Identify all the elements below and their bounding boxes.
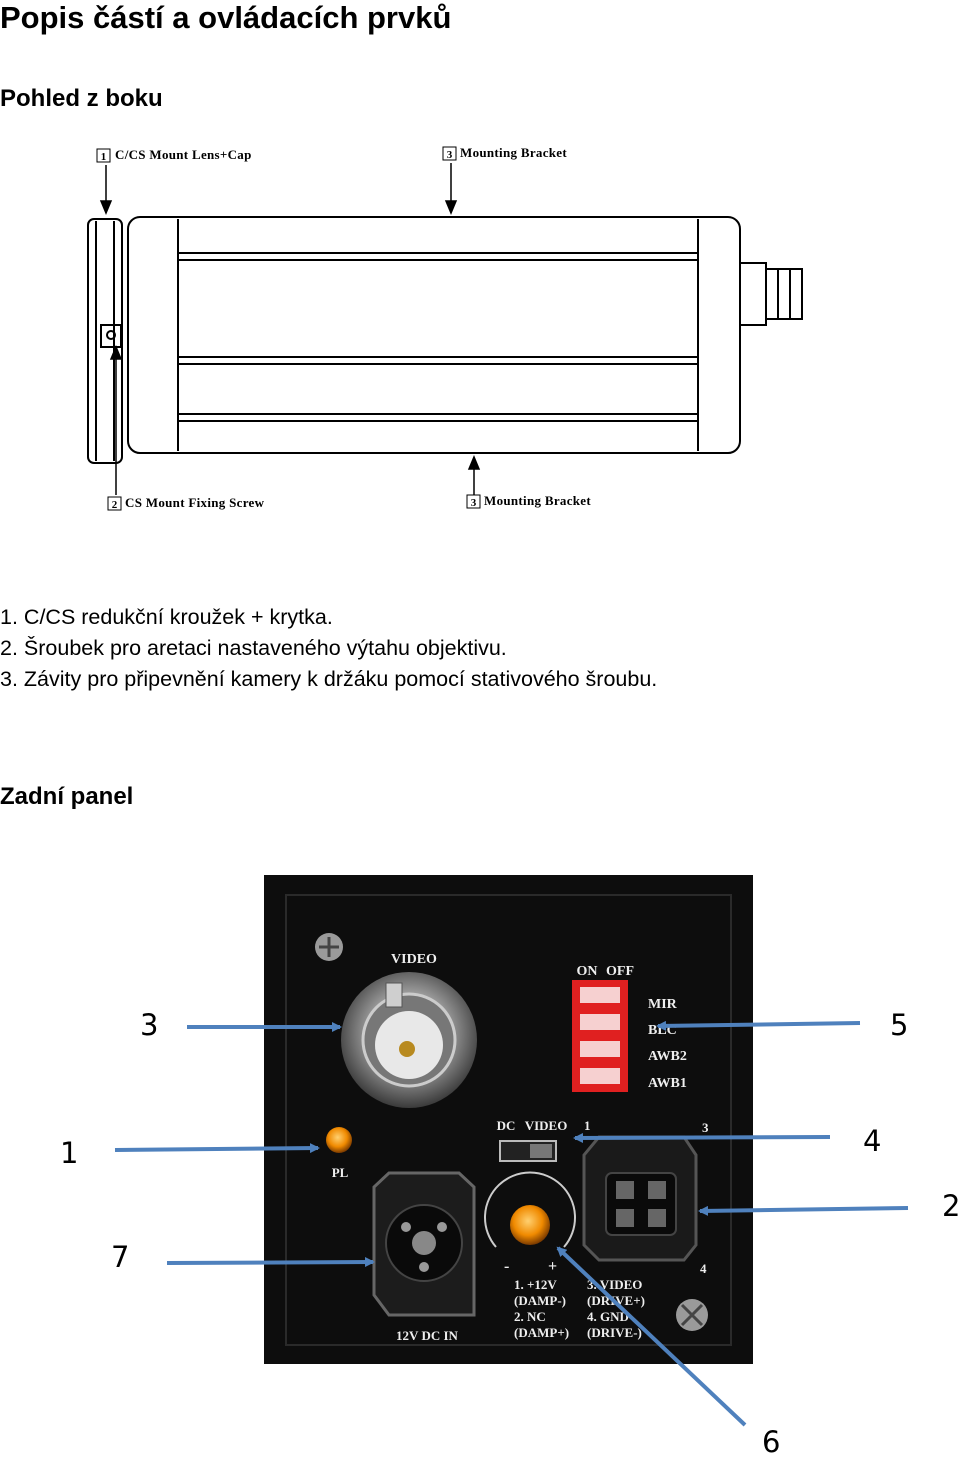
panel-background	[264, 875, 753, 1364]
dip-on-label: ON	[577, 964, 598, 979]
callout-arrow-1	[114, 1143, 320, 1154]
page-title: Popis částí a ovládacích prvků	[0, 0, 452, 35]
callout-number: 3	[140, 1008, 159, 1042]
callout-arrow-2	[698, 1205, 909, 1216]
callout-number: 5	[890, 1008, 909, 1042]
lens-cap-label: C/CS Mount Lens+Cap	[115, 147, 252, 162]
side-view-drawing: 1 3 2 3	[87, 146, 803, 511]
side-view-heading: Pohled z boku	[0, 85, 163, 112]
bracket-top-label-number: 3	[447, 149, 453, 161]
callout-arrow-6	[556, 1246, 747, 1427]
level-minus-label: -	[504, 1258, 509, 1275]
callout-arrow-7	[166, 1257, 375, 1268]
pinout-text: 2. NC	[514, 1309, 546, 1324]
rear-panel-heading: Zadní panel	[0, 783, 134, 810]
dip-mir-label: MIR	[648, 997, 678, 1012]
power-label: 12V DC IN	[396, 1328, 458, 1343]
pin-4-label: 4	[700, 1261, 707, 1276]
parts-list: 1. C/CS redukční kroužek + krytka. 2. Šr…	[0, 602, 657, 695]
dip-off-label: OFF	[606, 964, 634, 979]
video-label: VIDEO	[391, 952, 437, 967]
pinout-text: (DAMP-)	[514, 1293, 566, 1308]
fixing-screw-label: CS Mount Fixing Screw	[125, 495, 265, 510]
dip-awb2-label: AWB2	[648, 1049, 687, 1064]
pinout-text: 1. +12V	[514, 1277, 557, 1292]
camera-body-outline	[127, 216, 741, 454]
callout-number: 4	[863, 1124, 882, 1158]
pl-label: PL	[332, 1165, 349, 1180]
callout-number: 6	[762, 1425, 781, 1459]
list-item: 2. Šroubek pro aretaci nastaveného výtah…	[0, 636, 507, 660]
level-plus-label: +	[548, 1258, 557, 1275]
dc-label: DC	[497, 1118, 516, 1133]
pin-3-label: 3	[702, 1120, 709, 1135]
fixing-screw-box	[100, 324, 122, 348]
lens-label-number: 1	[101, 151, 107, 163]
callout-arrow-4	[573, 1132, 831, 1143]
callout-number: 1	[60, 1136, 79, 1170]
list-item: 3. Závity pro připevnění kamery k držáku…	[0, 667, 658, 691]
list-item: 1. C/CS redukční kroužek + krytka.	[0, 605, 333, 629]
pinout-text: (DRIVE-)	[587, 1325, 642, 1340]
rear-panel-image: VIDEO ON OFF MIR BLC AWB2 AWB1 PL DC VID…	[264, 875, 753, 1364]
power-led	[326, 1127, 352, 1153]
mounting-bracket-bottom-label: Mounting Bracket	[484, 493, 591, 508]
video-switch-label: VIDEO	[525, 1118, 568, 1133]
callout-number: 7	[111, 1240, 130, 1274]
mounting-bracket-top-label: Mounting Bracket	[460, 145, 567, 160]
level-potentiometer	[510, 1205, 550, 1245]
pinout-text: (DAMP+)	[514, 1325, 569, 1340]
bracket-bottom-label-number: 3	[471, 497, 477, 509]
dip-awb1-label: AWB1	[648, 1076, 687, 1091]
pinout-text: 4. GND	[587, 1309, 629, 1324]
callout-arrow-5	[656, 1020, 861, 1031]
pin-1-label: 1	[584, 1118, 591, 1133]
screw-label-number: 2	[112, 499, 118, 511]
callout-number: 2	[942, 1189, 960, 1223]
